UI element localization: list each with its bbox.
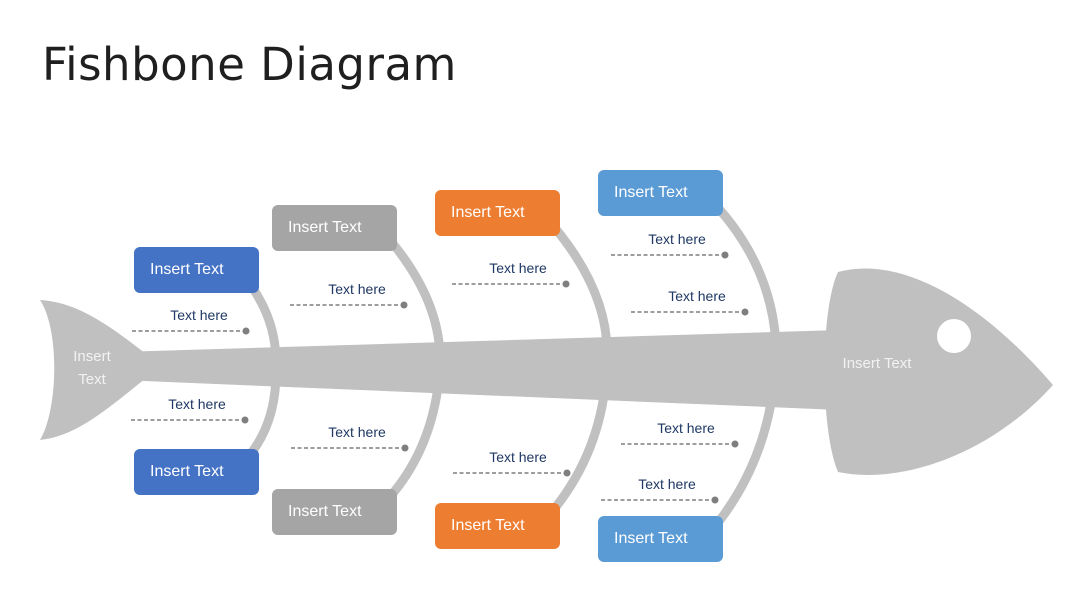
cause-dot-top-1 — [242, 327, 250, 335]
fish-tail — [40, 300, 150, 440]
cause-label-top-1[interactable]: Text here — [170, 307, 228, 323]
category-box-top-1[interactable]: Insert Text — [134, 247, 259, 293]
category-box-bot-2[interactable]: Insert Text — [272, 489, 397, 535]
bone-top-2 — [389, 240, 445, 360]
category-box-bot-4[interactable]: Insert Text — [598, 516, 723, 562]
bone-bot-3 — [550, 355, 612, 513]
cause-label-bot-3[interactable]: Text here — [489, 449, 547, 465]
cause-dot-top-4b — [741, 308, 749, 316]
cause-label-bot-4a[interactable]: Text here — [657, 420, 715, 436]
tail-label: Insert Text — [52, 345, 132, 391]
tail-label-line1: Insert — [73, 348, 111, 365]
fish-eye — [937, 319, 971, 353]
page-title: Fishbone Diagram — [42, 38, 457, 91]
cause-label-bot-1[interactable]: Text here — [168, 396, 226, 412]
cause-dot-bot-4b — [711, 496, 719, 504]
cause-label-bot-4b[interactable]: Text here — [638, 476, 696, 492]
bone-top-3 — [550, 223, 612, 355]
cause-dot-top-4a — [721, 251, 729, 259]
tail-label-line2: Text — [78, 371, 106, 388]
cause-dot-bot-2 — [401, 444, 409, 452]
bone-bot-2 — [389, 360, 445, 497]
bone-top-1 — [247, 282, 281, 367]
cause-dot-bot-1 — [241, 416, 249, 424]
category-box-top-3[interactable]: Insert Text — [435, 190, 560, 236]
category-box-top-4[interactable]: Insert Text — [598, 170, 723, 216]
head-label: Insert Text — [842, 355, 912, 372]
cause-label-bot-2[interactable]: Text here — [328, 424, 386, 440]
cause-dot-bot-3 — [563, 469, 571, 477]
fish-head — [824, 268, 1053, 475]
cause-label-top-2[interactable]: Text here — [328, 281, 386, 297]
cause-label-top-4a[interactable]: Text here — [648, 231, 706, 247]
bone-top-4 — [715, 205, 781, 350]
category-box-bot-1[interactable]: Insert Text — [134, 449, 259, 495]
category-box-top-2[interactable]: Insert Text — [272, 205, 397, 251]
bone-bot-4 — [715, 350, 781, 525]
bone-bot-1 — [247, 367, 281, 457]
cause-dot-top-2 — [400, 301, 408, 309]
cause-dot-bot-4a — [731, 440, 739, 448]
category-box-bot-3[interactable]: Insert Text — [435, 503, 560, 549]
cause-dot-top-3 — [562, 280, 570, 288]
cause-label-top-3[interactable]: Text here — [489, 260, 547, 276]
cause-label-top-4b[interactable]: Text here — [668, 288, 726, 304]
spine — [120, 330, 840, 410]
